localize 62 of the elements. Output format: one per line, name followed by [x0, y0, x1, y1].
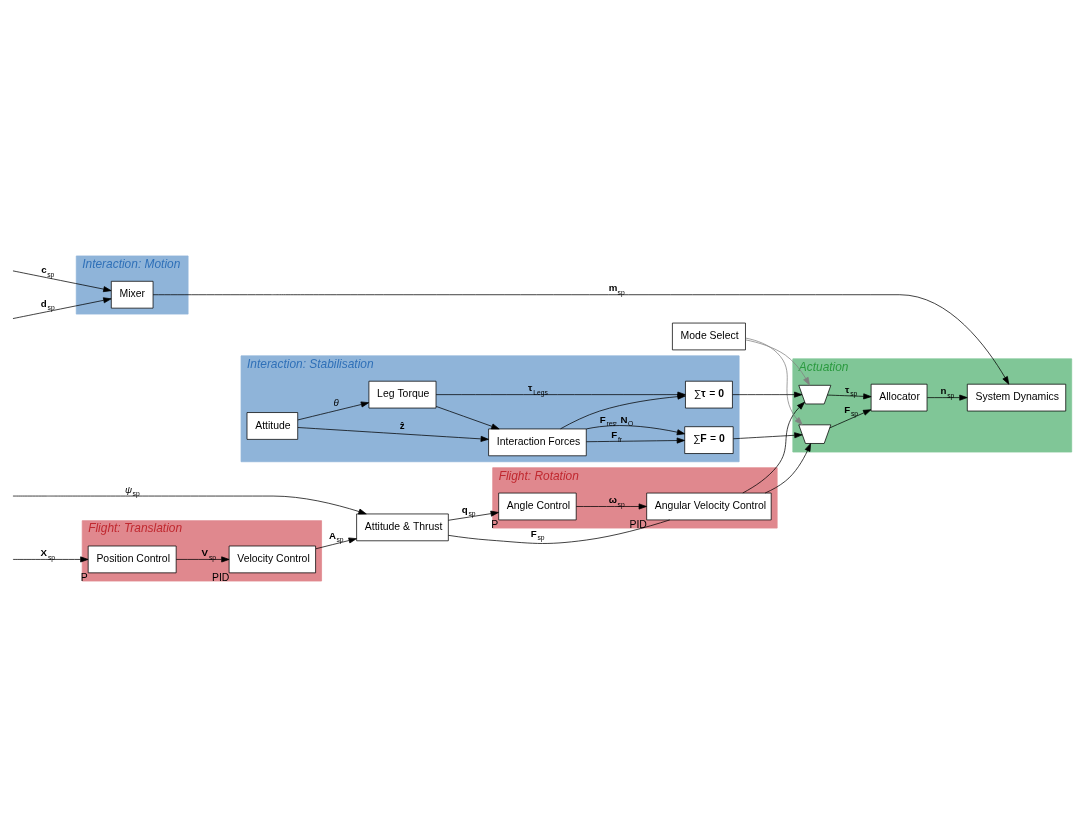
node-box: Position Control: [87, 545, 177, 573]
edge-label: F$_{sp}$: [844, 403, 859, 417]
edge-label: ẑ: [399, 418, 405, 430]
edge-label: V$_{sp}$: [201, 546, 217, 560]
edge-label: A$_{sp}$: [329, 529, 344, 543]
connector: [448, 519, 671, 544]
arrow: [315, 537, 357, 549]
node-label: P: [491, 518, 499, 530]
node-box: Attitude & Thrust: [356, 513, 449, 541]
arrow: [575, 503, 647, 509]
arrow: [586, 437, 685, 443]
node-box: ∑F = 0: [684, 425, 734, 454]
edge-label: F$_{sp}$: [530, 527, 545, 541]
node-box: ∑τ = 0: [685, 380, 733, 408]
edge-label: d$_{sp}$: [40, 297, 55, 311]
arrow: [764, 442, 811, 493]
edge-label: q$_{sp}$: [461, 503, 476, 517]
arrow: [448, 510, 499, 521]
arrow: [742, 401, 805, 493]
node-box: Angle Control: [498, 492, 577, 520]
arrow: [829, 408, 872, 428]
arrow: [175, 555, 230, 562]
arrow: [745, 337, 803, 425]
node-box: Allocator: [870, 383, 928, 411]
node-box: Angular Velocity Control: [646, 492, 772, 520]
node-box: Velocity Control: [228, 545, 316, 573]
arrow: [12, 495, 367, 514]
arrow: [12, 270, 112, 292]
node-label: P: [80, 571, 88, 583]
arrow: [585, 424, 686, 435]
edge-label: ω$_{sp}$: [608, 493, 625, 508]
edge-label: τ$_{sp}$: [845, 383, 858, 397]
arrow: [12, 555, 89, 562]
edge-label: n$_{sp}$: [940, 384, 955, 399]
edge-label: F$_{fr}$: [611, 428, 623, 443]
node-box: Mixer: [110, 280, 154, 308]
edge-label: ψ$_{sp}$: [125, 483, 140, 497]
node-box: Interaction Forces: [488, 428, 587, 456]
edge-label: X$_{sp}$: [40, 546, 56, 560]
arrow: [435, 405, 500, 429]
edge-label: θ: [333, 396, 339, 408]
node-trapezoid: [798, 384, 832, 404]
node-label: PID: [629, 518, 647, 530]
arrow: [733, 431, 803, 439]
arrow: [297, 426, 489, 442]
node-box: Attitude: [246, 411, 299, 440]
arrow: [827, 392, 872, 399]
node-box: System Dynamics: [966, 383, 1067, 411]
arrow: [152, 293, 1010, 385]
node-box: Mode Select: [672, 322, 746, 350]
arrow: [297, 401, 370, 420]
arrow: [732, 391, 803, 398]
edge-label: τ$_{Legs}$: [528, 381, 548, 396]
edge-label: m$_{sp}$: [608, 281, 625, 296]
arrow: [745, 339, 810, 385]
arrow: [926, 394, 968, 401]
arrow: [12, 296, 112, 319]
node-box: Leg Torque: [368, 380, 437, 408]
edge-label: F$_{res}$, N$_{O}$: [599, 413, 634, 427]
node-label: PID: [211, 571, 230, 583]
node-trapezoid: [798, 423, 832, 444]
edge-label: c$_{sp}$: [41, 263, 55, 278]
